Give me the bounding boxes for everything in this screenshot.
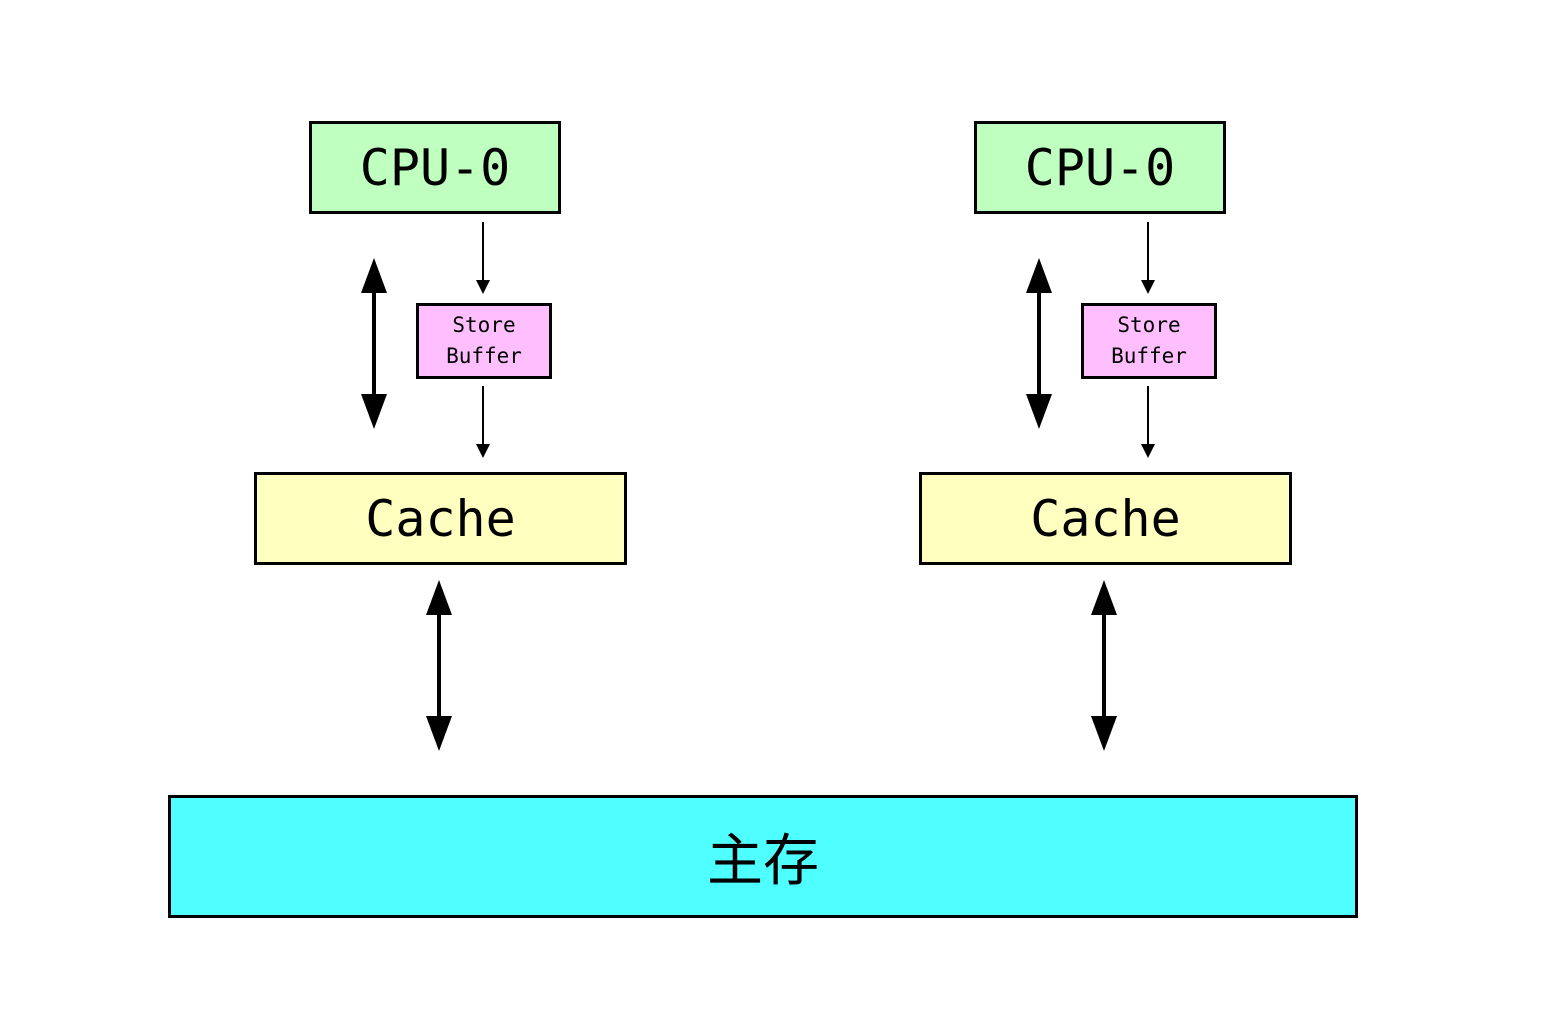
right-store-buffer-box: Store Buffer [1081,303,1217,379]
right-cpu-box: CPU-0 [974,121,1226,214]
left-store-buffer-to-cache-arrow [476,386,490,458]
right-cache-label: Cache [1030,489,1181,548]
right-cpu-label: CPU-0 [1024,138,1176,197]
left-cpu-box: CPU-0 [309,121,561,214]
left-store-buffer-box: Store Buffer [416,303,552,379]
right-cpu-cache-bidirectional-arrow [1026,258,1052,429]
right-store-buffer-label-line1: Store [1117,313,1181,337]
right-cache-box: Cache [919,472,1292,565]
left-cache-box: Cache [254,472,627,565]
main-memory-box: 主存 [168,795,1358,918]
left-cpu-label: CPU-0 [359,138,511,197]
left-cache-label: Cache [365,489,516,548]
right-store-buffer-label-line2: Buffer [1111,344,1187,368]
right-cache-memory-bidirectional-arrow [1091,580,1117,751]
right-cpu-to-store-buffer-arrow [1141,222,1155,294]
left-cache-memory-bidirectional-arrow [426,580,452,751]
main-memory-label: 主存 [707,829,819,894]
left-store-buffer-label-line2: Buffer [446,344,522,368]
right-store-buffer-to-cache-arrow [1141,386,1155,458]
left-cpu-to-store-buffer-arrow [476,222,490,294]
left-store-buffer-label-line1: Store [452,313,516,337]
left-cpu-cache-bidirectional-arrow [361,258,387,429]
